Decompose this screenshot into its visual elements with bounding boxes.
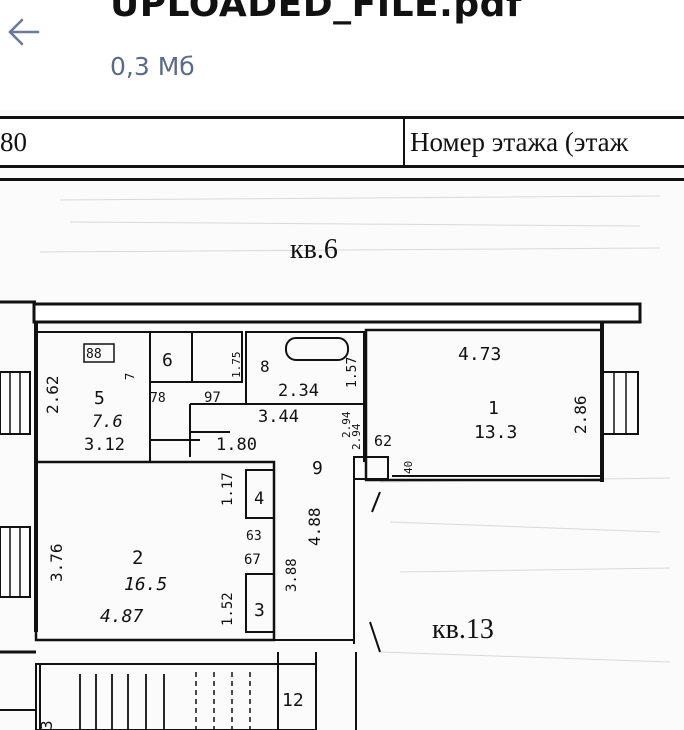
room-8-height: 1.57: [345, 357, 360, 388]
room-2-width: 4.87: [100, 606, 144, 627]
table-cell-divider: [403, 119, 405, 165]
room-6-number: 6: [162, 350, 173, 371]
room-8-width: 2.34: [278, 381, 319, 401]
corridor-dim-a: 3.44: [258, 407, 299, 427]
room-1-height: 2.86: [571, 395, 590, 434]
document-viewer[interactable]: 80 Номер этажа (этаж: [0, 110, 684, 730]
room-7-dim-a: 1.75: [230, 352, 243, 379]
arrow-left-icon: [8, 18, 40, 46]
room-2-number: 2: [132, 547, 143, 569]
room-1-area: 13.3: [474, 422, 517, 443]
room-2-height: 3.76: [47, 543, 66, 582]
closet-4-height: 1.17: [220, 472, 236, 506]
dim-67: 67: [244, 552, 261, 568]
room-7-dim-b: 78: [150, 391, 166, 406]
room-1-width: 4.73: [458, 344, 501, 365]
closet-3-number: 3: [254, 600, 265, 621]
table-cell-right: Номер этажа (этаж: [410, 127, 629, 157]
file-header: UPLOADED_FILE.pdf 0,3 Мб: [0, 0, 684, 110]
door-dim-c: 62: [374, 432, 392, 450]
walls: [0, 300, 642, 730]
room-5-area: 7.6: [92, 412, 123, 432]
plan-labels: кв.6 кв.13 5 7.6 3.12 2.62 88 6 78 97 1.…: [37, 234, 590, 730]
closet-3-height: 1.52: [220, 592, 236, 626]
apartment-6-label: кв.6: [290, 234, 338, 265]
door-dim-a: 2.94: [340, 411, 353, 438]
room-7-number: 7: [123, 373, 137, 380]
table-bottom-rule: [0, 178, 684, 181]
room-left-3-number: 3: [37, 720, 56, 730]
room-88-label: 88: [86, 347, 102, 362]
floor-plan: кв.6 кв.13 5 7.6 3.12 2.62 88 6 78 97 1.…: [0, 195, 671, 730]
room-7-dim-c: 97: [204, 390, 221, 406]
back-button[interactable]: [4, 14, 44, 54]
door-dim-b: 2.94: [350, 423, 363, 450]
room-5-number: 5: [94, 388, 105, 409]
room-2-area: 16.5: [124, 574, 167, 595]
corridor-dim-b: 1.80: [216, 435, 257, 455]
corridor-9-height: 4.88: [305, 507, 324, 546]
room-12-number: 12: [282, 690, 304, 711]
table-header-row: 80 Номер этажа (этаж: [0, 116, 684, 168]
dim-63: 63: [246, 529, 262, 544]
file-name: UPLOADED_FILE.pdf: [110, 0, 523, 25]
corridor-9-number: 9: [312, 458, 323, 479]
room-1-number: 1: [488, 398, 499, 419]
closet-4-number: 4: [254, 489, 264, 509]
dim-388: 3.88: [284, 558, 300, 592]
table-cell-left: 80: [0, 127, 27, 157]
room-5-width: 3.12: [84, 435, 125, 455]
door-dim-d: 40: [402, 461, 415, 474]
file-size: 0,3 Мб: [110, 52, 195, 81]
room-5-height: 2.62: [43, 375, 62, 414]
room-8-number: 8: [260, 357, 270, 376]
apartment-13-label: кв.13: [432, 614, 494, 645]
